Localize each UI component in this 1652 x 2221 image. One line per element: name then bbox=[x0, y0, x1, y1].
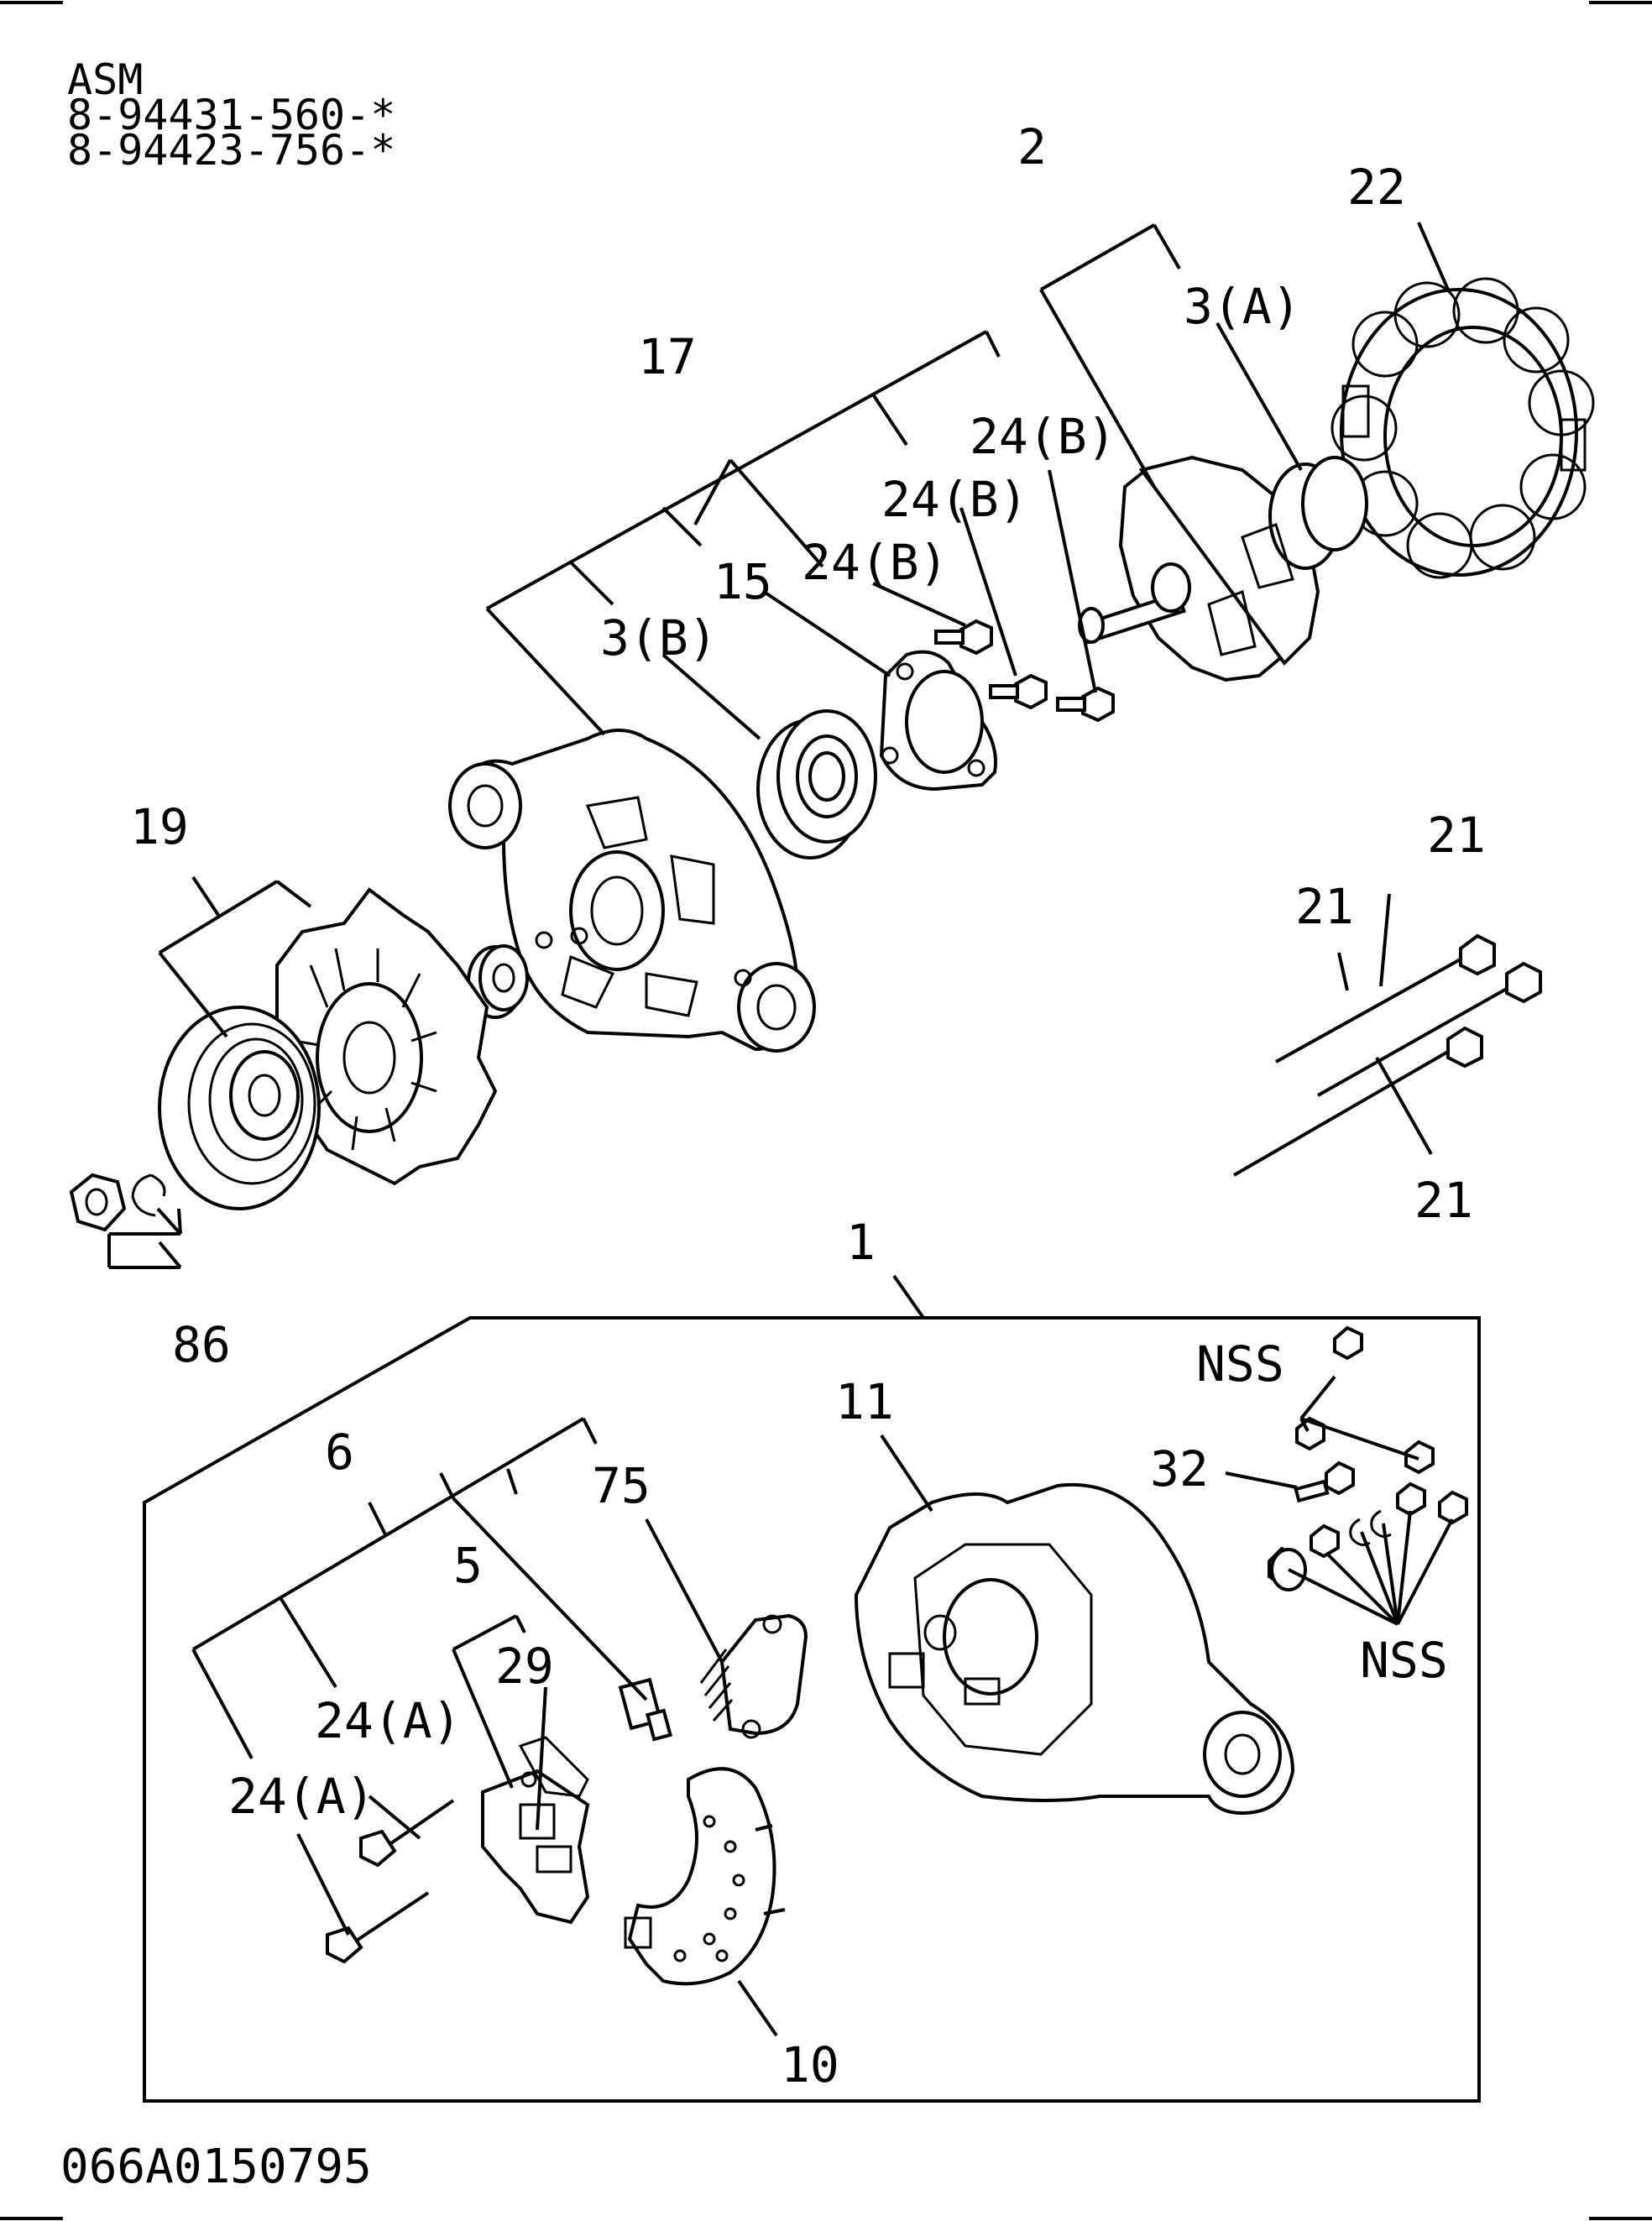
callout-86: 86 bbox=[172, 1316, 231, 1373]
callout-3a: 3(A) bbox=[1184, 278, 1301, 335]
rotor-part bbox=[1078, 455, 1368, 682]
callout-17: 17 bbox=[638, 328, 697, 385]
retainer-plate-part bbox=[879, 650, 997, 792]
part-number-1: 8-94431-560-* bbox=[67, 91, 395, 139]
callout-21-2: 21 bbox=[1295, 878, 1354, 935]
sub-assembly-frame bbox=[143, 1316, 1481, 2103]
leader-lines-upper bbox=[107, 222, 1450, 1269]
callout-22: 22 bbox=[1347, 159, 1406, 216]
screws-24b bbox=[934, 619, 1115, 723]
callout-24b-1: 24(B) bbox=[970, 408, 1116, 465]
regulator-part bbox=[699, 1613, 808, 1739]
through-bolts-part bbox=[1233, 933, 1542, 1177]
callout-3b: 3(B) bbox=[600, 609, 718, 666]
callout-6: 6 bbox=[325, 1424, 354, 1481]
callout-24b-3: 24(B) bbox=[802, 534, 949, 591]
callout-24a-1: 24(A) bbox=[315, 1692, 462, 1749]
stator-part bbox=[1330, 277, 1595, 579]
asm-label: ASM bbox=[67, 55, 143, 104]
diagram-code: 066A0150795 bbox=[60, 2140, 372, 2194]
nut-washer-part bbox=[69, 1173, 166, 1232]
screws-24a bbox=[326, 1799, 455, 1964]
callout-nss-2: NSS bbox=[1360, 1632, 1448, 1689]
callout-24b-2: 24(B) bbox=[881, 471, 1028, 528]
callout-24a-2: 24(A) bbox=[228, 1768, 375, 1825]
bearing-3b-part bbox=[756, 709, 877, 860]
callout-21-3: 21 bbox=[1414, 1172, 1473, 1229]
front-housing-part bbox=[448, 729, 816, 1053]
assembly-header: ASM 8-94431-560-* 8-94423-756-* bbox=[67, 55, 395, 175]
callout-5: 5 bbox=[453, 1537, 483, 1594]
hardware-nss-part bbox=[1268, 1325, 1468, 1591]
callout-2: 2 bbox=[1017, 118, 1047, 175]
terminal-part bbox=[618, 1677, 672, 1742]
callout-nss-1: NSS bbox=[1196, 1335, 1284, 1393]
callout-15: 15 bbox=[714, 553, 772, 610]
brush-holder-part bbox=[481, 1736, 590, 1925]
callout-19: 19 bbox=[130, 798, 189, 855]
callout-75: 75 bbox=[592, 1457, 651, 1514]
callout-labels: 2 22 3(A) 17 24(B) 24(B) 24(B) 15 3(B) 1… bbox=[130, 118, 1486, 2093]
callout-1: 1 bbox=[846, 1214, 876, 1271]
pulley-part bbox=[158, 1006, 321, 1210]
rear-housing-part bbox=[854, 1482, 1295, 1816]
part-number-2: 8-94423-756-* bbox=[67, 126, 395, 175]
callout-32: 32 bbox=[1150, 1440, 1209, 1497]
fan-part bbox=[275, 887, 498, 1186]
leader-lines-lower bbox=[191, 1274, 1454, 2037]
rectifier-part bbox=[624, 1767, 786, 1986]
callout-21-1: 21 bbox=[1427, 807, 1486, 864]
callout-11: 11 bbox=[835, 1373, 894, 1430]
callout-29: 29 bbox=[495, 1638, 554, 1695]
callout-10: 10 bbox=[781, 2036, 839, 2093]
